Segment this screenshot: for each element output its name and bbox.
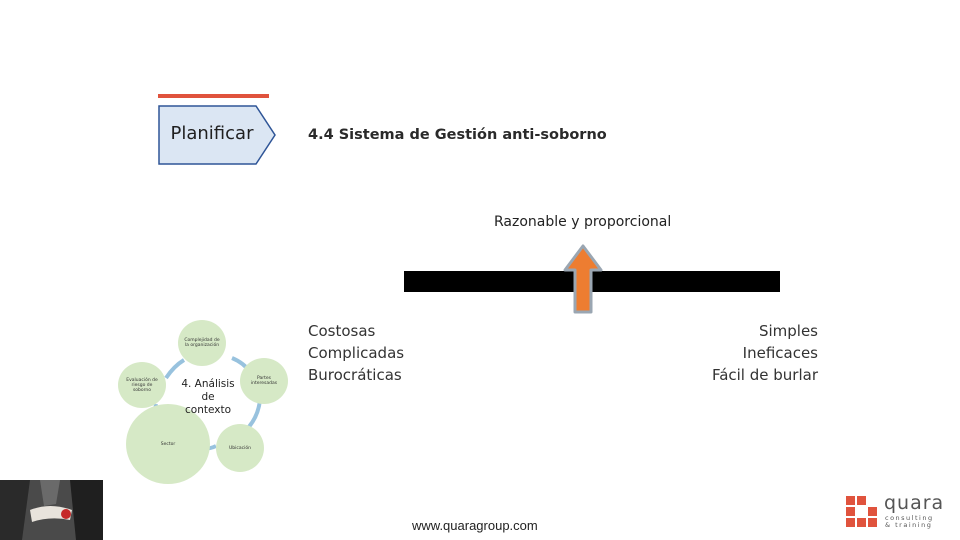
cycle-node-complejidad: Complejidad de la organización xyxy=(178,320,226,366)
cycle-node-label: Complejidad de la organización xyxy=(184,338,220,348)
page-title: 4.4 Sistema de Gestión anti-soborno xyxy=(308,127,607,143)
quara-tagline-line: & training xyxy=(885,521,933,529)
bribe-photo xyxy=(0,480,103,540)
balance-label: Razonable y proporcional xyxy=(494,214,672,230)
left-item: Costosas xyxy=(308,322,376,340)
accent-rule xyxy=(158,94,269,98)
quara-logo-mark xyxy=(846,496,877,527)
plan-tab-label: Planificar xyxy=(170,123,254,144)
cycle-node-partes: Partes interesadas xyxy=(240,358,288,404)
pentagon-arrow-shape xyxy=(158,105,276,165)
cycle-center-label: 4. Análisis de contexto xyxy=(181,378,235,416)
quara-logo-name: quara xyxy=(884,492,945,514)
left-list: Costosas Complicadas Burocráticas xyxy=(308,320,404,386)
quara-tagline-line: consulting xyxy=(885,514,934,522)
left-item: Complicadas xyxy=(308,344,405,362)
quara-logo-tagline: consulting & training xyxy=(885,515,934,529)
quara-logo: quara consulting & training xyxy=(846,492,946,530)
cycle-node-label: Partes interesadas xyxy=(250,376,278,386)
right-item: Simples xyxy=(758,322,818,340)
cycle-node-sector: Sector xyxy=(126,404,210,484)
cycle-node-label: Ubicación xyxy=(229,445,251,451)
right-item: Ineficaces xyxy=(742,344,818,362)
footer-url[interactable]: www.quaragroup.com xyxy=(412,518,538,533)
right-list: Simples Ineficaces Fácil de burlar xyxy=(712,320,818,386)
up-arrow-icon xyxy=(563,244,603,314)
bribe-photo-image xyxy=(0,480,103,540)
cycle-node-ubicacion: Ubicación xyxy=(216,424,264,472)
plan-tab: Planificar xyxy=(158,105,276,165)
cycle-node-label: Sector xyxy=(160,441,176,447)
cycle-node-riesgo: Evaluación de riesgo de soborno xyxy=(118,362,166,408)
left-item: Burocráticas xyxy=(308,366,402,384)
right-item: Fácil de burlar xyxy=(711,366,818,384)
cycle-node-label: Evaluación de riesgo de soborno xyxy=(126,377,158,393)
